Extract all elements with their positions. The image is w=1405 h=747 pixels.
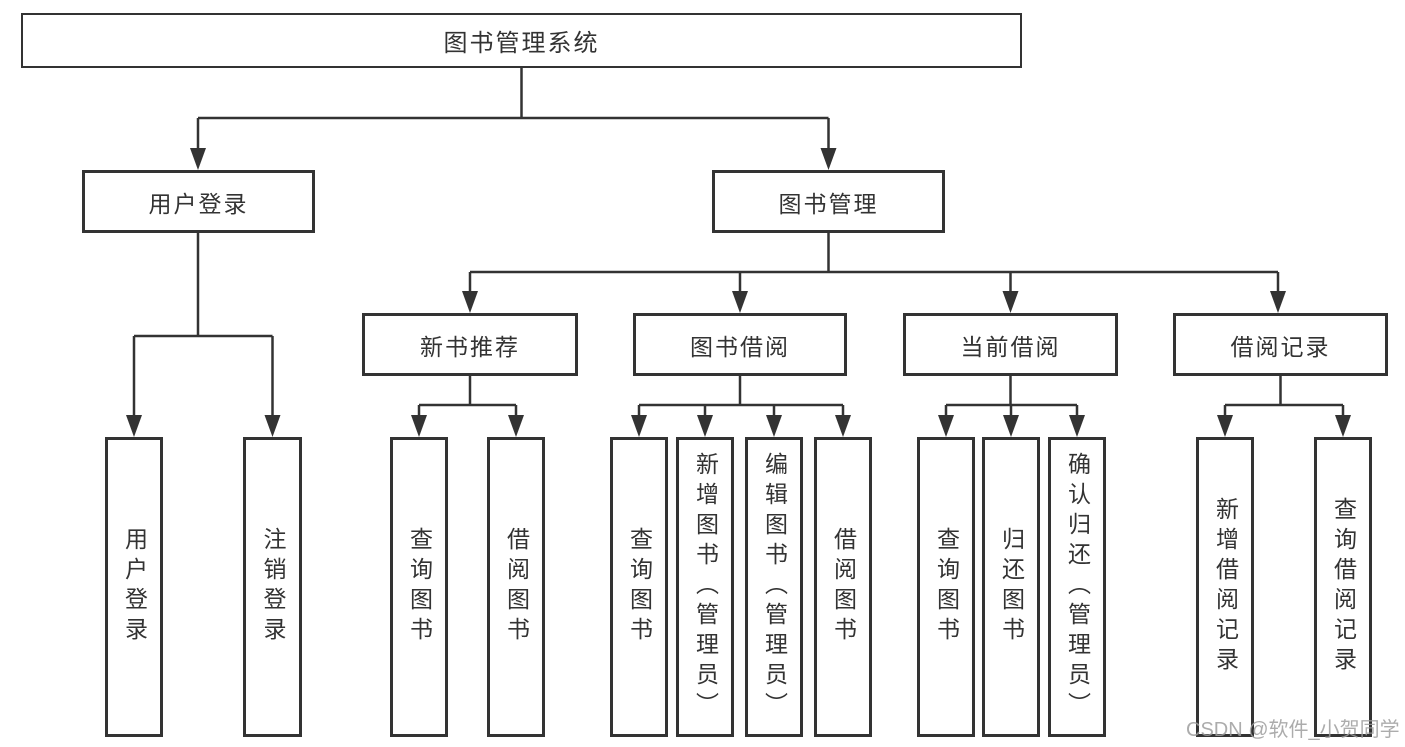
csdn-watermark: CSDN @软件_小贺同学: [1186, 719, 1400, 741]
node-user-login: 用户登录: [82, 170, 315, 233]
leaf-borrow-books-borrow: 借阅图书: [814, 437, 872, 737]
node-label: 查询图书: [406, 527, 433, 647]
node-label: 编辑图书（管理员）: [761, 452, 788, 722]
leaf-edit-books-admin: 编辑图书（管理员）: [745, 437, 803, 737]
leaf-query-books-recommend: 查询图书: [390, 437, 448, 737]
node-label: 当前借阅: [960, 333, 1061, 360]
node-label: 图书借阅: [690, 333, 790, 360]
node-label: 确认归还（管理员）: [1064, 452, 1091, 722]
node-book-borrow: 图书借阅: [633, 313, 847, 376]
node-label: 新书推荐: [420, 333, 520, 360]
node-book-management: 图书管理: [712, 170, 945, 233]
node-label: 图书管理: [778, 190, 879, 217]
node-label: 查询借阅记录: [1330, 497, 1357, 677]
leaf-borrow-books-recommend: 借阅图书: [487, 437, 545, 737]
node-label: 归还图书: [998, 527, 1025, 647]
node-label: 查询图书: [626, 527, 653, 647]
leaf-logout-login: 注销登录: [243, 437, 302, 737]
node-current-borrow: 当前借阅: [903, 313, 1118, 376]
node-new-book-recommend: 新书推荐: [362, 313, 578, 376]
leaf-add-borrow-record: 新增借阅记录: [1196, 437, 1254, 737]
leaf-user-login: 用户登录: [105, 437, 163, 737]
leaf-confirm-return-admin: 确认归还（管理员）: [1048, 437, 1106, 737]
leaf-add-books-admin: 新增图书（管理员）: [676, 437, 734, 737]
node-label: 用户登录: [148, 190, 249, 217]
node-label: 注销登录: [260, 527, 286, 647]
leaf-query-books-borrow: 查询图书: [610, 437, 668, 737]
node-label: 图书管理系统: [443, 30, 600, 57]
leaf-return-books: 归还图书: [982, 437, 1040, 737]
node-library-management-system: 图书管理系统: [21, 13, 1022, 68]
node-label: 查询图书: [933, 527, 960, 647]
leaf-query-books-current: 查询图书: [917, 437, 975, 737]
leaf-query-borrow-record: 查询借阅记录: [1314, 437, 1372, 737]
node-label: 借阅图书: [503, 527, 530, 647]
node-label: 新增图书（管理员）: [692, 452, 719, 722]
node-label: 借阅图书: [830, 527, 857, 647]
node-label: 用户登录: [121, 527, 148, 647]
node-label: 借阅记录: [1230, 333, 1331, 360]
node-label: 新增借阅记录: [1212, 497, 1239, 677]
node-borrow-records: 借阅记录: [1173, 313, 1388, 376]
